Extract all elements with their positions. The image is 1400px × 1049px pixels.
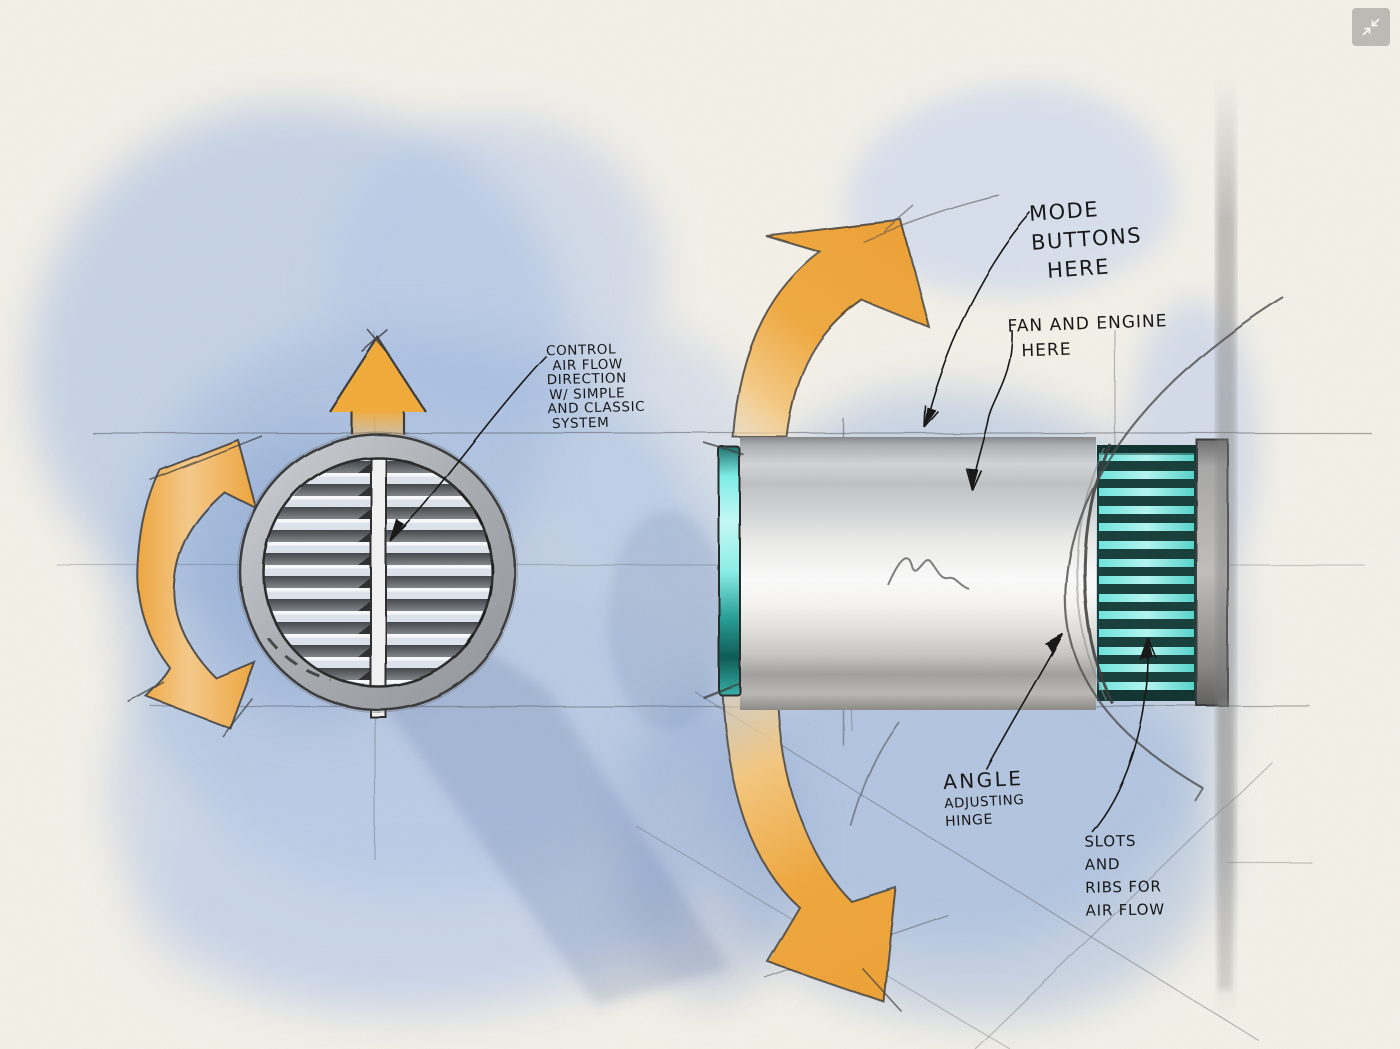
annotation-line: SYSTEM [551, 414, 610, 432]
annotation-slots-ribs: SLOTS AND RIBS FOR AIR FLOW [1084, 829, 1165, 922]
annotation-line: SLOTS [1084, 831, 1137, 851]
collapse-arrows-icon [1362, 18, 1380, 36]
annotation-fan-engine: FAN AND ENGINE HERE [1007, 309, 1169, 365]
annotation-angle-hinge: ANGLE ADJUSTING HINGE [942, 765, 1026, 832]
collapse-fullscreen-button[interactable] [1352, 8, 1390, 46]
annotation-control-airflow: CONTROL AIR FLOW DIRECTION W/ SIMPLE AND… [546, 341, 646, 432]
annotation-mode-buttons: MODE BUTTONS HERE [1028, 192, 1145, 287]
annotation-line: AND [1084, 855, 1121, 874]
annotation-line: RIBS FOR [1085, 877, 1162, 897]
annotation-line: HERE [1021, 339, 1072, 362]
annotation-line: AIR FLOW [1085, 900, 1166, 920]
